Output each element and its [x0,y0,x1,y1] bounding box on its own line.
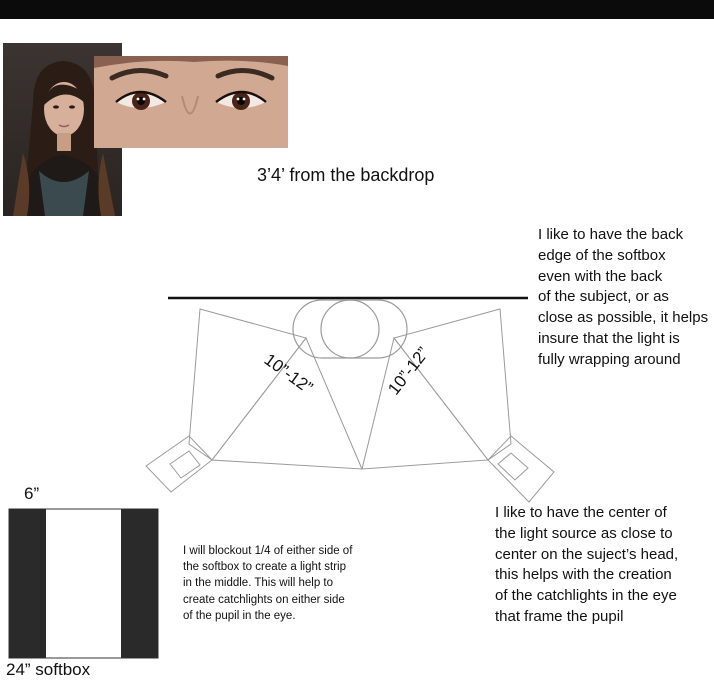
portrait-photo [3,43,122,216]
note-back-edge: I like to have the back edge of the soft… [538,226,709,368]
left-blockout [9,509,46,658]
softbox-size-label: 24” softbox [6,660,91,679]
right-blockout [121,509,158,658]
backdrop-distance-label: 3’4’ from the backdrop [257,165,435,185]
left-softbox-distance: 10”-12” [261,350,317,398]
note-center: I like to have the center of the light s… [495,504,679,625]
top-bar [0,0,714,19]
right-softbox-beam [393,308,512,461]
eyes-illustration [94,56,288,148]
strip-width-label: 6” [24,484,40,503]
right-softbox-distance: 10”-12” [384,343,433,398]
eyes-closeup-photo [94,56,288,148]
note-blockout: I will blockout 1/4 of either side of th… [183,545,353,622]
right-light-head [487,435,555,503]
portrait-illustration [13,61,115,216]
left-light-head [145,435,213,493]
subject-head [320,299,380,359]
subject-shoulders [292,299,408,359]
